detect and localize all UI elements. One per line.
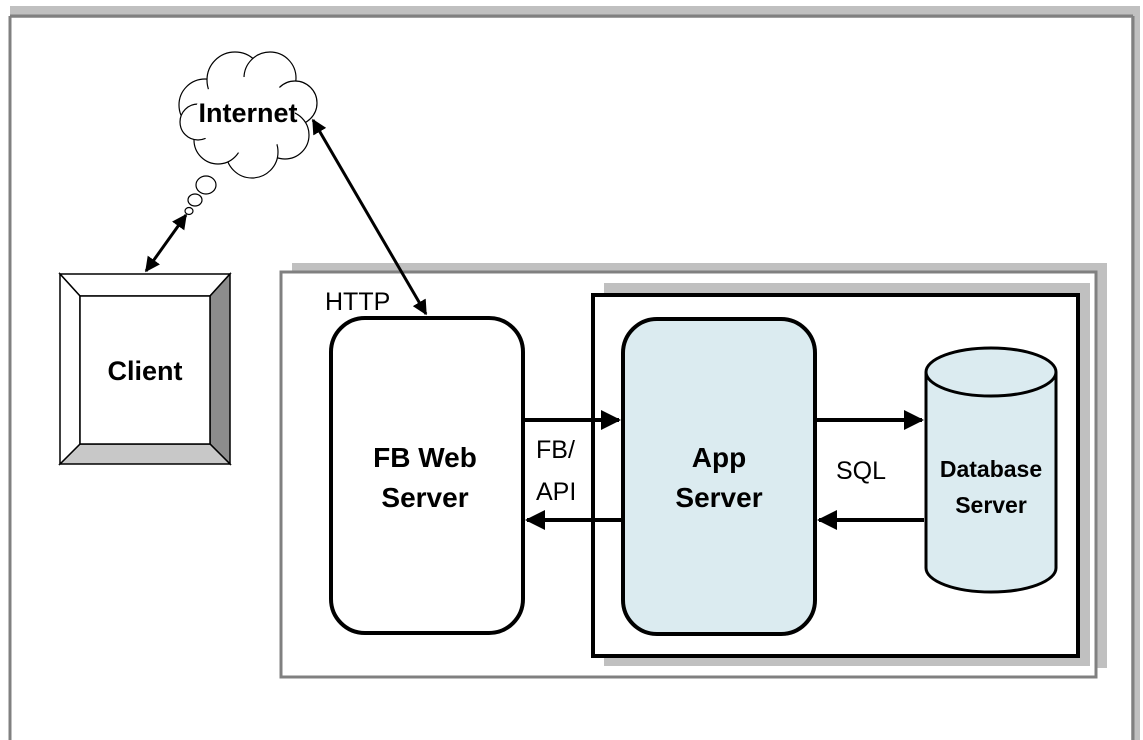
app-server-label-line1: App <box>692 442 746 473</box>
fb-api-label-line2: API <box>536 478 576 506</box>
client-label: Client <box>107 356 182 386</box>
fb-web-server-label-line1: FB Web <box>373 442 477 473</box>
app-server-box <box>621 317 817 636</box>
http-label: HTTP <box>325 288 390 316</box>
database-server-label-line2: Server <box>955 492 1027 518</box>
internet-fbserver-arrow <box>311 118 428 316</box>
fb-api-label-line1: FB/ <box>536 436 575 464</box>
app-server-label-line2: Server <box>675 482 762 513</box>
internet-label: Internet <box>198 98 297 128</box>
outer-frame <box>8 6 1140 740</box>
client-box <box>58 272 232 466</box>
client-internet-arrow <box>144 213 188 273</box>
fb-web-server-label-line2: Server <box>381 482 468 513</box>
database-server-label-line1: Database <box>940 456 1042 482</box>
internet-cloud <box>178 51 318 216</box>
sql-label: SQL <box>836 457 886 485</box>
database-cylinder <box>924 346 1058 594</box>
fb-web-server-box <box>329 316 525 635</box>
